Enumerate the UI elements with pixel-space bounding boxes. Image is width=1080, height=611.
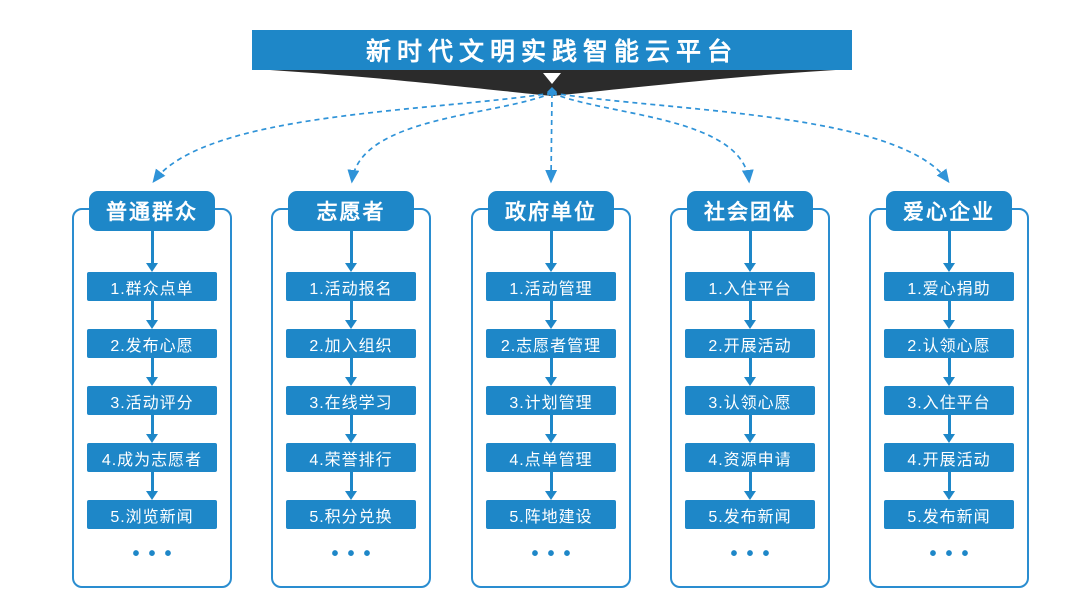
platform-title: 新时代文明实践智能云平台 bbox=[365, 38, 738, 66]
column-government-units: 政府单位 1.活动管理 2.志愿者管理 3.计划管理 4.点单管理 5.阵地建设… bbox=[471, 191, 631, 603]
down-arrow-icon bbox=[748, 472, 752, 491]
step-box: 1.活动报名 bbox=[286, 272, 416, 301]
step-box: 2.发布心愿 bbox=[87, 329, 217, 358]
down-arrow-icon bbox=[349, 472, 353, 491]
down-arrow-icon bbox=[150, 472, 154, 491]
ellipsis-indicator: ••• bbox=[730, 543, 779, 565]
down-arrow-icon bbox=[549, 415, 553, 434]
step-box: 1.入住平台 bbox=[685, 272, 815, 301]
down-arrow-icon bbox=[549, 472, 553, 491]
step-box: 2.开展活动 bbox=[685, 329, 815, 358]
step-box: 3.计划管理 bbox=[486, 386, 616, 415]
down-arrow-icon bbox=[150, 415, 154, 434]
connector-origin-node bbox=[547, 87, 557, 97]
step-box: 4.点单管理 bbox=[486, 443, 616, 472]
down-arrow-icon bbox=[150, 358, 154, 377]
ellipsis-indicator: ••• bbox=[331, 543, 380, 565]
down-arrow-icon bbox=[549, 358, 553, 377]
dashed-curve-arrow bbox=[551, 92, 950, 184]
step-box: 4.成为志愿者 bbox=[87, 443, 217, 472]
ellipsis-indicator: ••• bbox=[531, 543, 580, 565]
ellipsis-indicator: ••• bbox=[132, 543, 181, 565]
down-arrow-icon bbox=[150, 301, 154, 320]
down-arrow-icon bbox=[748, 415, 752, 434]
down-arrow-icon bbox=[947, 358, 951, 377]
column-header: 志愿者 bbox=[288, 191, 414, 231]
column-header: 政府单位 bbox=[488, 191, 614, 231]
down-arrow-icon bbox=[748, 231, 752, 263]
column-header: 普通群众 bbox=[89, 191, 215, 231]
ribbon-shape bbox=[252, 69, 852, 96]
step-box: 1.爱心捐助 bbox=[884, 272, 1014, 301]
column-charity-enterprises: 爱心企业 1.爱心捐助 2.认领心愿 3.入住平台 4.开展活动 5.发布新闻 … bbox=[869, 191, 1029, 603]
down-arrow-icon bbox=[748, 301, 752, 320]
dashed-curve-arrow bbox=[545, 92, 558, 184]
ellipsis-indicator: ••• bbox=[929, 543, 978, 565]
platform-title-banner: 新时代文明实践智能云平台 bbox=[252, 30, 852, 70]
step-box: 4.开展活动 bbox=[884, 443, 1014, 472]
down-arrow-icon bbox=[947, 472, 951, 491]
step-box: 5.发布新闻 bbox=[884, 500, 1014, 529]
step-box: 2.加入组织 bbox=[286, 329, 416, 358]
down-arrow-icon bbox=[549, 231, 553, 263]
step-box: 5.阵地建设 bbox=[486, 500, 616, 529]
step-box: 2.认领心愿 bbox=[884, 329, 1014, 358]
dashed-curve-arrow bbox=[152, 92, 553, 184]
down-arrow-icon bbox=[947, 415, 951, 434]
step-box: 4.荣誉排行 bbox=[286, 443, 416, 472]
down-arrow-icon bbox=[947, 301, 951, 320]
down-arrow-icon bbox=[947, 231, 951, 263]
down-arrow-icon bbox=[549, 301, 553, 320]
column-header: 社会团体 bbox=[687, 191, 813, 231]
column-header: 爱心企业 bbox=[886, 191, 1012, 231]
column-volunteers: 志愿者 1.活动报名 2.加入组织 3.在线学习 4.荣誉排行 5.积分兑换 •… bbox=[271, 191, 431, 603]
chevron-down-icon bbox=[543, 73, 561, 84]
dashed-curve-arrow bbox=[551, 92, 754, 184]
column-general-public: 普通群众 1.群众点单 2.发布心愿 3.活动评分 4.成为志愿者 5.浏览新闻… bbox=[72, 191, 232, 603]
down-arrow-icon bbox=[349, 231, 353, 263]
step-box: 5.积分兑换 bbox=[286, 500, 416, 529]
step-box: 1.活动管理 bbox=[486, 272, 616, 301]
step-box: 3.入住平台 bbox=[884, 386, 1014, 415]
down-arrow-icon bbox=[349, 415, 353, 434]
column-social-groups: 社会团体 1.入住平台 2.开展活动 3.认领心愿 4.资源申请 5.发布新闻 … bbox=[670, 191, 830, 603]
step-box: 5.浏览新闻 bbox=[87, 500, 217, 529]
step-box: 4.资源申请 bbox=[685, 443, 815, 472]
step-box: 3.活动评分 bbox=[87, 386, 217, 415]
down-arrow-icon bbox=[748, 358, 752, 377]
step-box: 5.发布新闻 bbox=[685, 500, 815, 529]
dashed-curve-arrow bbox=[347, 92, 553, 184]
down-arrow-icon bbox=[150, 231, 154, 263]
step-box: 3.在线学习 bbox=[286, 386, 416, 415]
down-arrow-icon bbox=[349, 301, 353, 320]
step-box: 2.志愿者管理 bbox=[486, 329, 616, 358]
down-arrow-icon bbox=[349, 358, 353, 377]
step-box: 3.认领心愿 bbox=[685, 386, 815, 415]
step-box: 1.群众点单 bbox=[87, 272, 217, 301]
